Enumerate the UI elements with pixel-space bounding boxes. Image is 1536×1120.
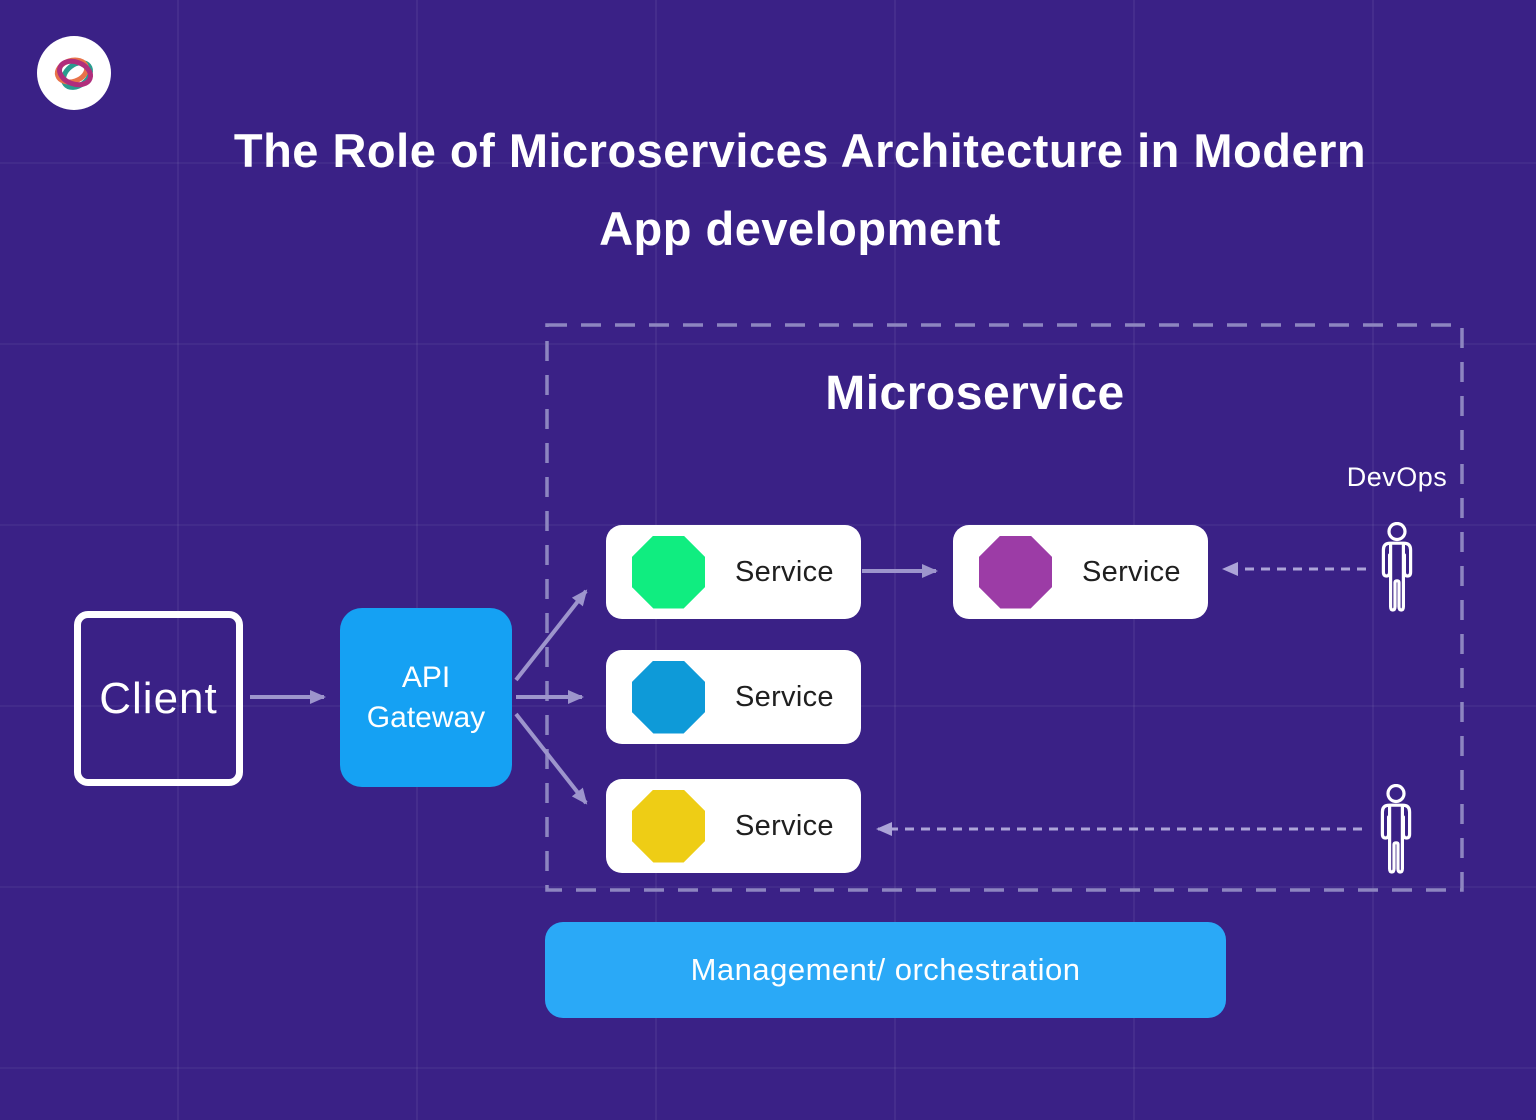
service-label: Service xyxy=(735,555,834,588)
service-card-1: Service xyxy=(606,525,861,619)
octagon-icon xyxy=(979,535,1052,609)
management-bar: Management/ orchestration xyxy=(545,922,1226,1018)
management-label: Management/ orchestration xyxy=(690,952,1081,987)
client-label: Client xyxy=(99,673,218,723)
api-gateway-box: API Gateway xyxy=(340,608,512,787)
microservice-title: Microservice xyxy=(825,367,1125,420)
devops-label: DevOps xyxy=(1346,462,1448,492)
brand-logo xyxy=(37,36,111,110)
devops-person-icon-2 xyxy=(1380,784,1412,874)
service-card-4: Service xyxy=(953,525,1208,619)
page-title: The Role of Microservices Architecture i… xyxy=(70,112,1530,268)
devops-person-icon-1 xyxy=(1381,522,1413,612)
page-title-line-2: App development xyxy=(599,202,1001,255)
service-label: Service xyxy=(735,809,834,842)
page-title-line-1: The Role of Microservices Architecture i… xyxy=(233,124,1367,177)
api-gateway-label: API Gateway xyxy=(366,660,486,734)
arrow-gateway-to-service-3 xyxy=(514,712,588,805)
client-box: Client xyxy=(74,611,243,786)
service-label: Service xyxy=(735,680,834,713)
octagon-icon xyxy=(632,660,705,734)
service-card-2: Service xyxy=(606,650,861,744)
service-label: Service xyxy=(1082,555,1181,588)
arrow-gateway-to-service-1 xyxy=(514,589,588,682)
service-card-3: Service xyxy=(606,779,861,873)
brand-rings-icon xyxy=(54,57,93,90)
octagon-icon xyxy=(632,789,705,863)
octagon-icon xyxy=(632,535,705,609)
